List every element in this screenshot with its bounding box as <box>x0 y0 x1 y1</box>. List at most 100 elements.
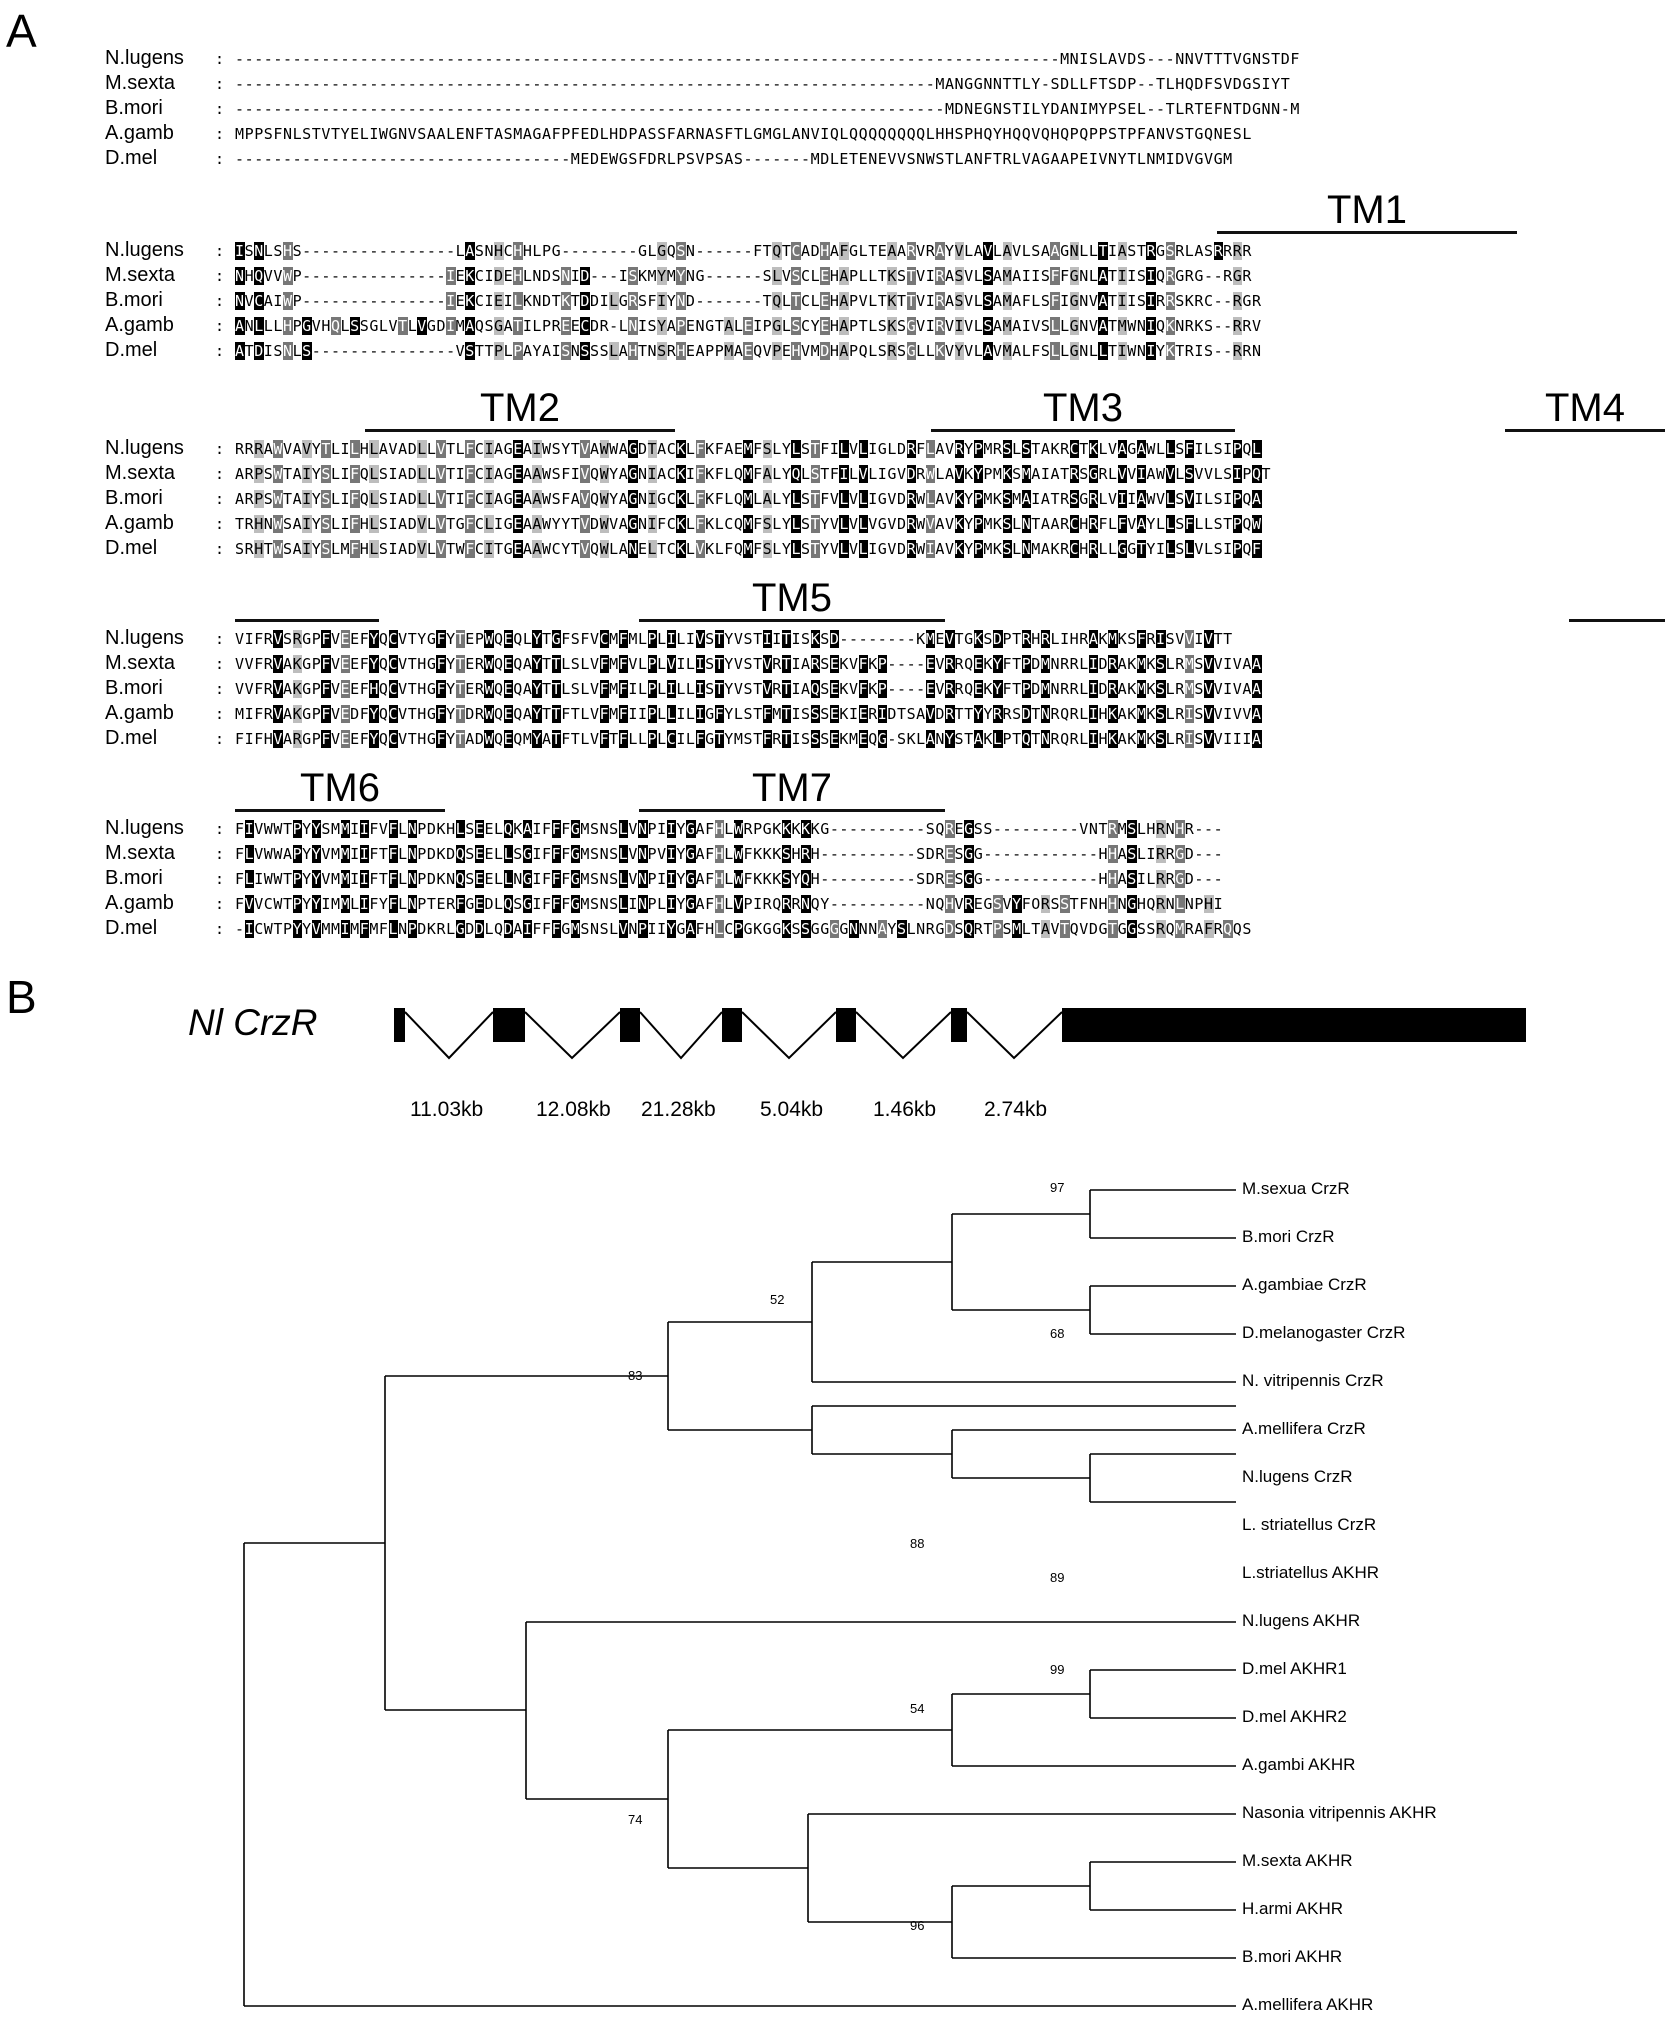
alignment-row: M.sexta:VVFRVAKGPFVEEFYQCVTHGFYTERWQEQAY… <box>105 651 1665 676</box>
sequence-text: -ICWTPYYVMMIMFMFLNPDKRLGDDLQDAIFFFGMSNSL… <box>235 919 1252 938</box>
bootstrap-52: 52 <box>770 1292 785 1307</box>
separator: : <box>215 49 225 68</box>
sequence-text: FVVCWTPYYIMMLIFYFLNPTERFGEDLQSGIFFFGMSNS… <box>235 894 1224 913</box>
sequence-text: ARPSWTAIYSLIFQLSIADLLVTIFCIAGEAAWSFIVQWY… <box>235 464 1272 483</box>
intron-6-line <box>966 1011 1063 1060</box>
separator: : <box>215 919 225 938</box>
tm-row: TM1 <box>105 189 1665 238</box>
alignment-block-5: TM6 TM7 N.lugens:FIVWWTPYYSMMIIFVFLNPDKH… <box>105 767 1665 941</box>
panel-label-b: B <box>6 971 37 1023</box>
tree-leaf-label: L. striatellus CrzR <box>1242 1515 1377 1534</box>
tree-leaf-label: D.mel AKHR1 <box>1242 1659 1347 1678</box>
alignment-row: D.mel:ATDISNLS---------------VSTTPLPAYAI… <box>105 338 1665 363</box>
tree-leaf-label: N.lugens AKHR <box>1242 1611 1361 1630</box>
alignment-row: M.sexta:--------------------------------… <box>105 71 1665 96</box>
exon-1 <box>394 1008 405 1042</box>
separator: : <box>215 489 225 508</box>
sequence-text: ATDISNLS---------------VSTTPLPAYAISNSSSL… <box>235 341 1262 360</box>
separator: : <box>215 539 225 558</box>
separator: : <box>215 514 225 533</box>
phylogenetic-tree <box>243 1189 1236 2007</box>
intron-3-line <box>639 1011 723 1060</box>
exon-5 <box>836 1008 856 1042</box>
sequence-text: SRHTWSAIYSLMFHLSIADVLVTWFCITGEAAWCYTVQWL… <box>235 539 1262 558</box>
exon-3 <box>620 1008 640 1042</box>
separator: : <box>215 316 225 335</box>
species-label: D.mel <box>105 147 158 169</box>
alignment-row: N.lugens:RRRAWVAVYTLILHLAVADLLVTLFCIAGEA… <box>105 436 1665 461</box>
sequence-text: RRRAWVAVYTLILHLAVADLLVTLFCIAGEAIWSYTVAWW… <box>235 439 1262 458</box>
separator: : <box>215 704 225 723</box>
alignment-row: D.mel: FIFHVARGPFVEEFYQCVTHGFYTADWQEQMYAT… <box>105 726 1665 751</box>
separator: : <box>215 149 225 168</box>
tm7-label: TM7 <box>639 767 945 812</box>
tm4-label: TM4 <box>1505 387 1665 432</box>
bootstrap-83: 83 <box>628 1368 643 1383</box>
sequence-text: ARPSWTAIYSLIFQLSIADLLVTIFCIAGEAAWSFAVQWY… <box>235 489 1262 508</box>
bootstrap-68: 68 <box>1050 1326 1065 1341</box>
sequence-text: MPPSFNLSTVTYELIWGNVSAALENFTASMAGAFPFEDLH… <box>235 124 1252 143</box>
alignment-row: N.lugens:ISNLSHS----------------LASNHCHH… <box>105 238 1665 263</box>
tree-leaf-label: A.gambi AKHR <box>1242 1755 1356 1774</box>
sequence-text: FLVWWAPYYVMMIIFTFLNPDKDQSEELLSGIFFFGMSNS… <box>235 844 1224 863</box>
separator: : <box>215 99 225 118</box>
alignment-block-1: N.lugens: -------------------------------… <box>105 46 1665 171</box>
sequence-text: ISNLSHS----------------LASNHCHHLPG------… <box>235 241 1252 260</box>
gene-structure-diagram <box>394 1008 1526 1060</box>
alignment-block-3: TM2 TM3 TM4 N.lugens:RRRAWVAVYTLILHLAVAD… <box>105 387 1665 561</box>
panel-label-a: A <box>6 5 37 57</box>
exon-2 <box>493 1008 525 1042</box>
tm2-label: TM2 <box>365 387 675 432</box>
alignment-row: B.mori:NVCAIWP---------------IEKCIEILKND… <box>105 288 1665 313</box>
tree-leaf-label: A.mellifera CrzR <box>1242 1419 1366 1438</box>
sequence-text: ----------------------------------------… <box>235 49 1300 68</box>
alignment-row: N.lugens:VIFRVSRGPFVEEFYQCVTYGFYTEPWQEQL… <box>105 626 1665 651</box>
gene-name: Nl CrzR <box>188 1002 318 1043</box>
species-label: N.lugens <box>105 817 184 839</box>
species-label: N.lugens <box>105 627 184 649</box>
tree-leaf-label: M.sexta AKHR <box>1242 1851 1353 1870</box>
separator: : <box>215 729 225 748</box>
tree-leaf-label: B.mori AKHR <box>1242 1947 1343 1966</box>
species-label: N.lugens <box>105 47 184 69</box>
separator: : <box>215 124 225 143</box>
tm-row: TM6 TM7 <box>105 767 1665 816</box>
species-label: D.mel <box>105 727 158 749</box>
exon-7 <box>1062 1008 1526 1042</box>
alignment-block-4: TM5 N.lugens:VIFRVSRGPFVEEFYQCVTYGFYTEPW… <box>105 577 1665 751</box>
tm-row: TM5 <box>105 577 1665 626</box>
alignment-row: A.gamb: MPPSFNLSTVTYELIWGNVSAALENFTASMAGA… <box>105 121 1665 146</box>
species-label: A.gamb <box>105 702 174 724</box>
sequence-text: FIFHVARGPFVEEFYQCVTHGFYTADWQEQMYATFTLVFT… <box>235 729 1262 748</box>
alignment-block-2: TM1 N.lugens:ISNLSHS----------------LASN… <box>105 189 1665 363</box>
alignment-row: A.gamb:TRHNWSAIYSLIFHLSIADVLVTGFCLIGEAAW… <box>105 511 1665 536</box>
sequence-text: MIFRVAKGPFVEDFYQCVTHGFYTDRWQEQAYTTFTLVFM… <box>235 704 1262 723</box>
separator: : <box>215 869 225 888</box>
species-label: M.sexta <box>105 72 176 94</box>
species-label: B.mori <box>105 97 163 119</box>
alignment-row: M.sexta:NHQVVWP---------------IEKCIDEHLN… <box>105 263 1665 288</box>
bootstrap-97: 97 <box>1050 1180 1065 1195</box>
sequence-text: NHQVVWP---------------IEKCIDEHLNDSNID---… <box>235 266 1252 285</box>
species-label: A.gamb <box>105 314 174 336</box>
alignment-row: M.sexta:ARPSWTAIYSLIFQLSIADLLVTIFCIAGEAA… <box>105 461 1665 486</box>
species-label: A.gamb <box>105 122 174 144</box>
tree-leaf-label: B.mori CrzR <box>1242 1227 1335 1246</box>
alignment-row: A.gamb: MIFRVAKGPFVEDFYQCVTHGFYTDRWQEQAYT… <box>105 701 1665 726</box>
intron-length-3: 21.28kb <box>641 1098 716 1121</box>
species-label: B.mori <box>105 487 163 509</box>
tm6-start-bar <box>1569 615 1665 622</box>
separator: : <box>215 241 225 260</box>
species-label: M.sexta <box>105 462 176 484</box>
sequence-text: FLIWWTPYYVMMIIFTFLNPDKNQSEELLNGIFFFGMSNS… <box>235 869 1224 888</box>
sequence-text: VVFRVAKGPFVEEFHQCVTHGFYTERWQEQAYTTLSLVFM… <box>235 679 1262 698</box>
tree-leaf-label: D.mel AKHR2 <box>1242 1707 1347 1726</box>
sequence-text: NVCAIWP---------------IEKCIEILKNDTKTDDIL… <box>235 291 1262 310</box>
separator: : <box>215 819 225 838</box>
intron-4-line <box>741 1011 837 1060</box>
separator: : <box>215 341 225 360</box>
separator: : <box>215 74 225 93</box>
bootstrap-96: 96 <box>910 1918 925 1933</box>
alignment-row: M.sexta:FLVWWAPYYVMMIIFTFLNPDKDQSEELLSGI… <box>105 841 1665 866</box>
separator: : <box>215 844 225 863</box>
